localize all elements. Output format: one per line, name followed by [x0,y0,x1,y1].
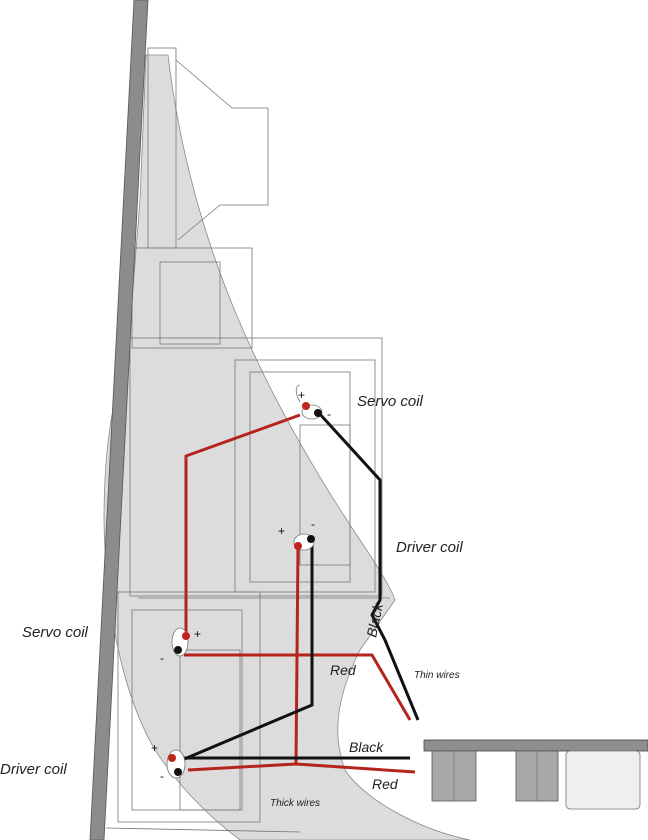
terminal-lower-driver [166,749,186,779]
black-wire-driver [181,545,314,762]
terminal-upper-servo-minus [314,409,322,417]
sign-upper-driver-minus: - [311,517,315,531]
label-thick-wires: Thick wires [270,798,320,809]
servo-box-outline [129,337,383,597]
terminal-upper-servo [295,384,323,420]
label-servo-coil-upper: Servo coil [357,393,424,410]
label-thin-wires: Thin wires [414,670,460,681]
black-wire-upper-servo [316,410,420,721]
label-driver-coil-lower: Driver coil [0,761,67,778]
terminal-lower-driver-minus [174,768,182,776]
sign-lower-driver-plus: + [151,741,158,755]
sign-lower-servo-plus: + [194,627,201,641]
sign-upper-servo-minus: - [327,407,331,421]
wires [176,410,420,774]
terminal-lower-servo-plus [182,632,190,640]
lower-box-outline [117,591,261,823]
terminal-upper-driver-plus [294,542,302,550]
polarity-signs: + - + - + - + - [151,388,331,783]
terminal-upper-servo-plus [302,402,310,410]
terminal-lower-servo [171,627,190,657]
sign-upper-servo-plus: + [298,388,305,402]
labels: Servo coil Driver coil Servo coil Driver… [0,393,463,809]
amplifier-board [423,739,648,810]
sign-lower-servo-minus: - [160,651,164,665]
lower-slot-outline [179,649,241,811]
label-driver-coil-upper: Driver coil [396,539,463,556]
red-wire-bottom [187,762,416,774]
sign-lower-driver-minus: - [160,769,164,783]
board-component-3 [565,750,641,810]
label-black-vertical: Black [363,601,386,639]
terminal-upper-driver-minus [307,535,315,543]
frame-divider-2 [105,827,301,833]
label-red-bottom: Red [372,776,399,792]
board-top-plate [423,739,648,752]
upper-horn-outline [175,59,269,241]
terminal-upper-driver [293,533,315,551]
shaded-cone-region [103,54,471,840]
red-wire-driver [294,547,300,765]
coil-slot-outline [299,424,351,566]
label-red-middle: Red [330,662,357,678]
terminal-lower-servo-minus [174,646,182,654]
terminals [166,384,323,779]
mid-inner-outline [159,261,221,345]
terminal-lower-driver-plus [168,754,176,762]
red-wire-lower-servo [184,653,412,721]
sign-upper-driver-plus: + [278,524,285,538]
left-wall [89,0,149,840]
label-servo-coil-lower: Servo coil [22,624,89,641]
red-wire-upper-servo [184,413,301,632]
label-black-bottom: Black [349,739,384,755]
